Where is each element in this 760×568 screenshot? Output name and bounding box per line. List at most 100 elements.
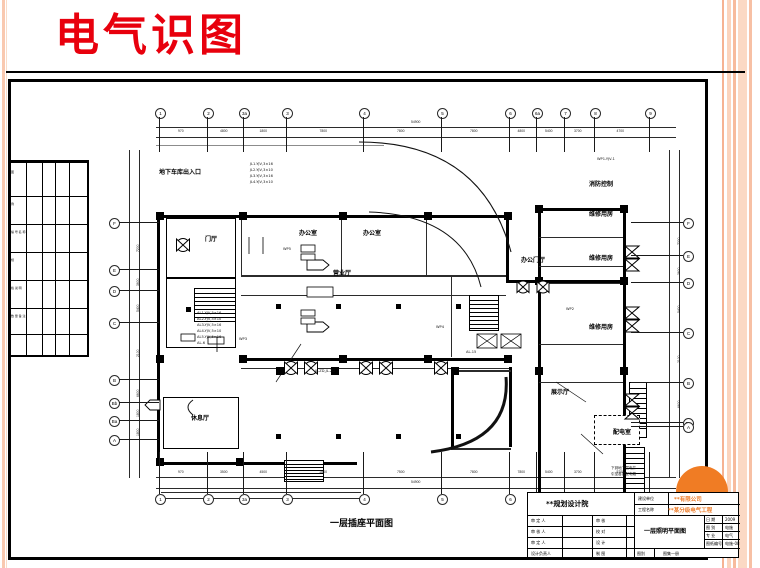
stair-exhibition <box>284 460 324 482</box>
grid-bubble-left-Ba: Ba <box>109 416 120 427</box>
grid-tick <box>536 452 537 494</box>
dim-bottom-total: 54900 <box>411 480 421 484</box>
room-label-10: 休息厅 <box>191 415 210 422</box>
dim-bottom-6: 7800 <box>517 470 526 474</box>
grid-bubble-left-C: C <box>109 318 120 329</box>
grid-bubble-left-Bb: Bb <box>109 398 120 409</box>
drawing-frame: 图 例 编 号 名 称 规 格 说 明 数 量 备 注 <box>8 79 708 560</box>
grid-tick <box>207 117 208 152</box>
grid-tick <box>631 282 683 283</box>
dim-left-6: 1800 <box>136 427 140 436</box>
grid-tick <box>564 452 565 494</box>
grid-bubble-right-E: E <box>683 251 694 262</box>
grid-tick <box>441 117 442 152</box>
room-label-7: 维修用房 <box>589 255 614 262</box>
legend-row-5: 数 量 备 注 <box>11 314 26 318</box>
dim-right-0: 7200 <box>677 236 681 245</box>
drawing-name: 一层照明平面图 <box>644 528 687 535</box>
right-stripe-3 <box>733 0 736 568</box>
grid-bubble-bottom-6: 6 <box>505 494 516 505</box>
plan-caption: 一层插座平面图 <box>330 519 394 529</box>
tb-right-value-0: 2009 <box>725 517 736 522</box>
page-title: 电气识图 <box>55 10 247 61</box>
project-value: **某分级电气工程 <box>668 508 713 514</box>
grid-tick <box>631 332 683 333</box>
client-label: 建设单位 <box>638 496 654 501</box>
legend-row-1: 例 <box>11 202 15 206</box>
legend-row-3: 规 <box>11 258 15 262</box>
grid-tick <box>119 222 159 223</box>
grid-tick <box>119 379 159 380</box>
room-label-6: 维修用房 <box>589 211 614 218</box>
project-label: 工程名称 <box>638 507 654 512</box>
cable-note-12: WP1-YJV-1 <box>597 157 615 161</box>
grid-tick <box>119 439 159 440</box>
legend-row-4: 格 说 明 <box>11 286 22 290</box>
grid-tick <box>119 269 159 270</box>
sheet-label: 图别 <box>637 551 645 556</box>
tb-right-value-2: 电气 <box>725 533 733 538</box>
tb-left-label-3: 设计负责人 <box>531 551 551 556</box>
tb-left-label-0: 审 定 人 <box>531 518 546 523</box>
grid-tick <box>631 382 683 383</box>
cable-note-4: AL1-YJV,5×16 <box>197 311 222 315</box>
design-institute-name: **规划设计院 <box>546 500 589 508</box>
tb-right-value-1: 电施 <box>725 525 733 530</box>
grid-bubble-bottom-3: 3 <box>282 494 293 505</box>
dim-top-5: 7800 <box>470 129 478 133</box>
dim-left-5: 1800 <box>136 409 140 417</box>
grid-tick <box>631 222 683 223</box>
room-label-8: 办公门厅 <box>521 257 546 264</box>
cable-note-16: WP5 <box>283 247 292 251</box>
cable-note-9: AL-6 <box>197 341 205 345</box>
legend-row-0: 图 <box>11 170 15 174</box>
left-stripe-2 <box>6 0 7 568</box>
grid-bubble-bottom-3a: 3a <box>239 494 250 505</box>
tb-right-label-0: 日 期 <box>706 517 716 522</box>
sheet-value: 图集一册 <box>663 551 679 556</box>
stair-office <box>469 295 499 331</box>
grid-tick <box>363 452 364 494</box>
cable-note-1: JL2-YJV,3×10 <box>250 168 273 172</box>
dim-bottom-3: 2800 <box>319 470 328 474</box>
grid-bubble-left-B: B <box>109 375 120 386</box>
client-value: **有限公司 <box>674 497 702 503</box>
dim-top-3: 7800 <box>319 129 328 133</box>
grid-bubble-left-F: F <box>109 218 120 229</box>
grid-tick <box>243 117 244 152</box>
cable-note-18: 引至各层配电箱 <box>611 472 637 476</box>
grid-tick <box>631 422 683 423</box>
grid-bubble-top-6: 6 <box>505 108 516 119</box>
tb-mid-label-0: 审 核 <box>596 518 606 523</box>
room-label-11: 展示厅 <box>551 389 570 396</box>
grid-bubble-top-3: 3 <box>282 108 293 119</box>
stair-main <box>194 288 236 322</box>
grid-tick <box>536 117 537 152</box>
grid-tick <box>243 452 244 494</box>
grid-tick <box>119 402 159 403</box>
drawing-sheet: 图 例 编 号 名 称 规 格 说 明 数 量 备 注 <box>11 82 705 557</box>
legend-row-2: 编 号 名 称 <box>11 230 26 234</box>
grid-tick <box>119 420 159 421</box>
right-stripe-2 <box>727 0 731 568</box>
tb-right-label-3: 图纸编号 <box>706 541 722 546</box>
room-label-12: 配电室 <box>613 429 632 436</box>
grid-tick <box>509 452 510 494</box>
cable-note-3: JL4-YJV,3×10 <box>250 180 273 184</box>
dim-top-total: 54900 <box>411 120 421 124</box>
grid-bubble-bottom-2: 2 <box>203 494 214 505</box>
dim-bottom-1: 3500 <box>220 470 228 474</box>
cable-note-17: 下到地下层电井 <box>611 466 637 470</box>
grid-bubble-right-F: F <box>683 218 694 229</box>
dim-bottom-2: 4500 <box>259 470 268 474</box>
tb-right-label-1: 图 别 <box>706 525 716 530</box>
legend-table: 图 例 编 号 名 称 规 格 说 明 数 量 备 注 <box>11 160 89 357</box>
grid-bubble-bottom-5: 5 <box>437 494 448 505</box>
grid-bubble-top-6a: 6a <box>532 108 543 119</box>
tb-mid-label-3: 制 图 <box>596 551 606 556</box>
grid-tick <box>649 117 650 152</box>
room-label-0: 地下车库出入口 <box>159 169 202 176</box>
cable-note-6: AL3-YJV,5×16 <box>197 323 222 327</box>
dim-left-1: 3600 <box>136 277 140 286</box>
